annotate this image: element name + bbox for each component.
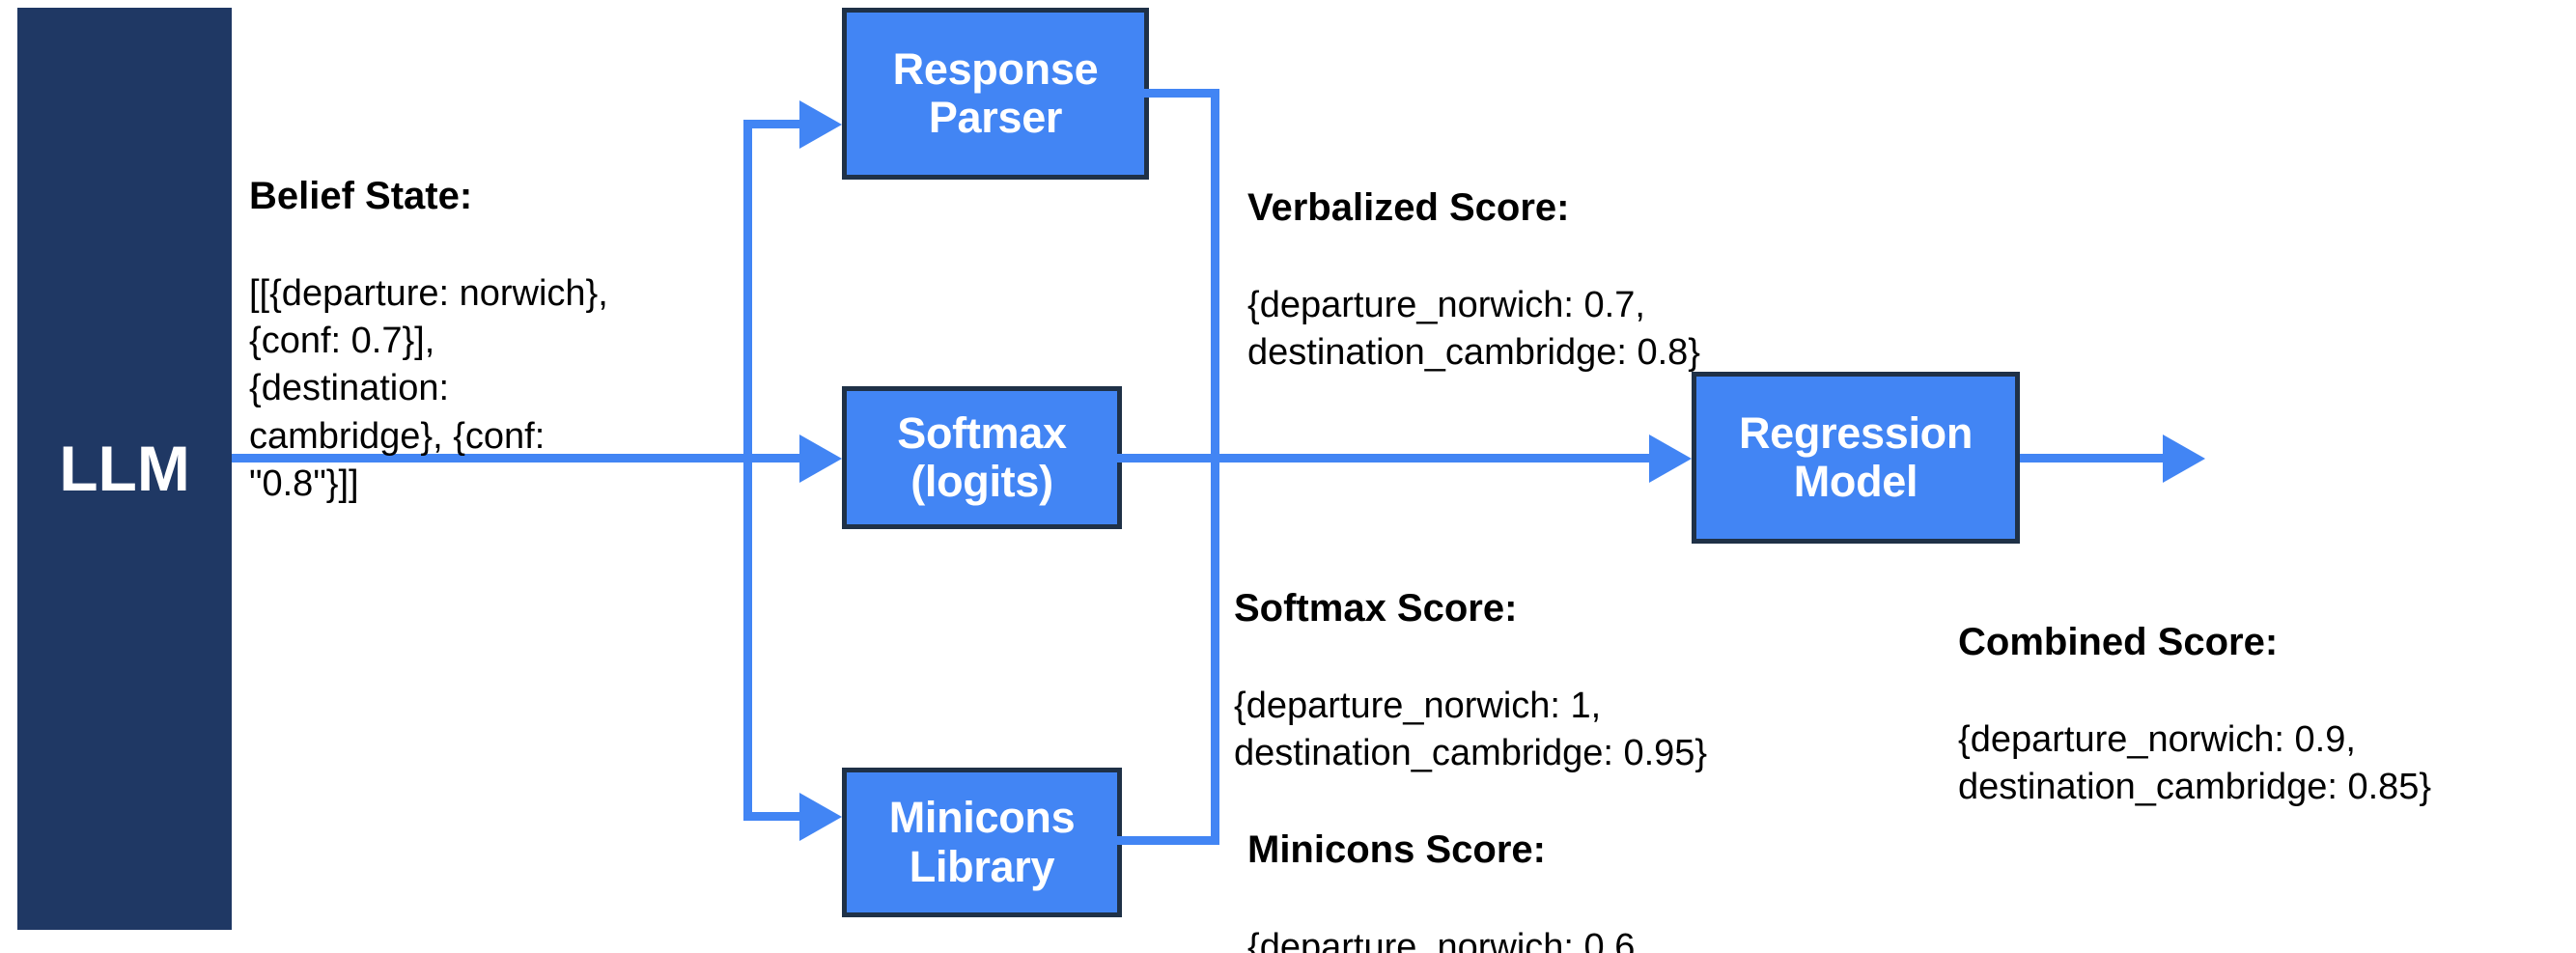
node-response-parser-line1: Response <box>892 43 1099 94</box>
connector-bus-to-response-parser <box>743 120 803 128</box>
connector-llm-to-bus <box>232 454 751 462</box>
label-softmax-score-body: {departure_norwich: 1, destination_cambr… <box>1234 685 1708 773</box>
connector-softmax-to-regression <box>1117 454 1655 462</box>
arrowhead-minicons <box>799 793 842 841</box>
connector-bus-to-minicons <box>743 812 803 821</box>
connector-regression-output <box>2020 454 2167 462</box>
label-verbalized-score: Verbalized Score: {departure_norwich: 0.… <box>1247 135 1943 425</box>
node-softmax-line2: (logits) <box>910 457 1053 506</box>
node-minicons-line1: Minicons <box>888 793 1076 843</box>
node-softmax-line1: Softmax <box>897 407 1067 458</box>
node-regression-line2: Model <box>1793 457 1918 506</box>
label-softmax-score-heading: Softmax Score: <box>1234 587 1518 631</box>
node-response-parser-line2: Parser <box>928 93 1063 142</box>
label-minicons-score-body: {departure_norwich: 0.6, destination_cam… <box>1247 926 1645 953</box>
label-combined-score-heading: Combined Score: <box>1958 621 2279 664</box>
node-llm[interactable]: LLM <box>17 8 232 930</box>
node-response-parser-label: Response Parser <box>892 43 1099 143</box>
label-softmax-score: Softmax Score: {departure_norwich: 1, de… <box>1234 536 1929 826</box>
node-minicons-label: Minicons Library <box>888 793 1076 891</box>
arrowhead-output <box>2163 434 2205 483</box>
arrowhead-response-parser <box>799 100 842 149</box>
label-verbalized-score-body: {departure_norwich: 0.7, destination_cam… <box>1247 284 1700 373</box>
label-combined-score: Combined Score: {departure_norwich: 0.9,… <box>1958 570 2576 859</box>
node-regression-line1: Regression <box>1738 407 1974 458</box>
arrowhead-regression-model <box>1649 434 1692 483</box>
node-llm-label: LLM <box>59 432 190 504</box>
node-regression-model[interactable]: Regression Model <box>1692 372 2020 544</box>
node-minicons[interactable]: Minicons Library <box>842 768 1122 917</box>
label-belief-state-heading: Belief State: <box>249 175 473 218</box>
connector-bus-to-softmax <box>743 454 803 462</box>
connector-split-bus <box>743 124 752 821</box>
arrowhead-softmax <box>799 434 842 483</box>
label-combined-score-body: {departure_norwich: 0.9, destination_cam… <box>1958 718 2432 807</box>
connector-minicons-to-merge <box>1117 836 1219 845</box>
connector-merge-bus <box>1211 89 1219 845</box>
label-belief-state: Belief State: [[{departure: norwich}, {c… <box>249 124 703 556</box>
label-minicons-score-heading: Minicons Score: <box>1247 828 1546 872</box>
label-minicons-score: Minicons Score: {departure_norwich: 0.6,… <box>1247 777 1943 953</box>
node-response-parser[interactable]: Response Parser <box>842 8 1149 180</box>
label-belief-state-body: [[{departure: norwich}, {conf: 0.7}], {d… <box>249 272 608 505</box>
label-verbalized-score-heading: Verbalized Score: <box>1247 186 1570 230</box>
connector-response-parser-to-merge <box>1144 89 1219 98</box>
node-minicons-line2: Library <box>909 841 1055 891</box>
node-softmax-label: Softmax (logits) <box>897 407 1067 507</box>
node-softmax[interactable]: Softmax (logits) <box>842 386 1122 529</box>
node-regression-model-label: Regression Model <box>1738 407 1974 507</box>
